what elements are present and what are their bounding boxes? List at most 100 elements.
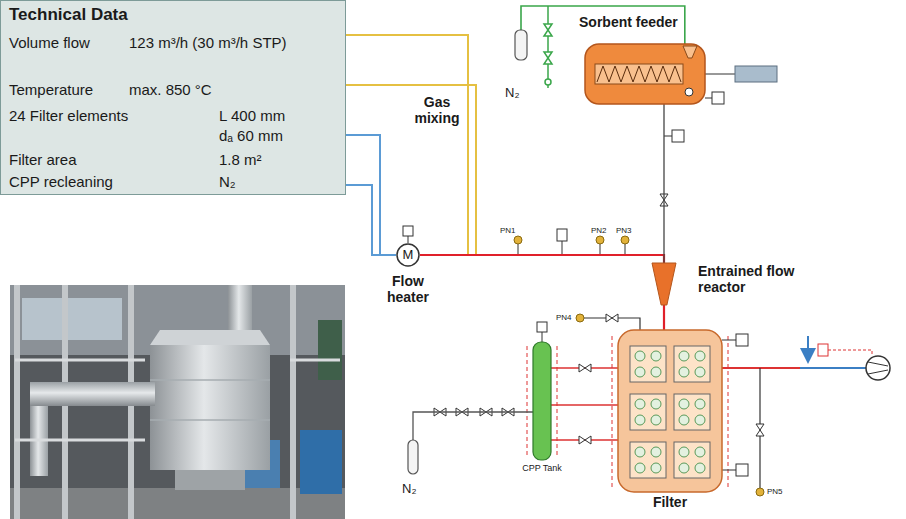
sorbent-feeder-outline — [595, 64, 683, 84]
filter-periphery — [756, 488, 764, 496]
plant-photo — [300, 430, 342, 494]
feeder-controller — [705, 66, 777, 104]
node-label: CPP Tank — [517, 463, 567, 473]
filter-periphery — [579, 364, 591, 444]
instrument — [403, 130, 684, 255]
filter-periphery — [542, 332, 543, 342]
cpp-tank-outline — [533, 342, 551, 460]
flow-heater: MFlow heater — [396, 243, 420, 267]
gas-line — [300, 185, 380, 255]
instrument-tag: PN1 — [500, 226, 516, 235]
gas-cylinder-outline — [408, 440, 418, 474]
filter-element-group — [651, 399, 661, 409]
filter-element-group — [674, 346, 710, 382]
filter-element-group — [651, 447, 661, 457]
filter-periphery — [736, 464, 748, 476]
filter-element-group — [651, 367, 661, 377]
valve-stack — [545, 79, 551, 85]
filter-element-group — [635, 351, 645, 361]
filter-element-group — [630, 346, 666, 382]
plant-photo — [15, 360, 340, 440]
node-label: M — [396, 243, 420, 267]
filter-element-group — [635, 415, 645, 425]
sorbent-feeder-outline — [597, 66, 681, 82]
pipe-connector — [521, 6, 685, 44]
filter-periphery — [736, 334, 748, 346]
node-label: Flow heater — [382, 273, 434, 305]
feeder-controller — [712, 92, 724, 104]
plant-photo — [10, 285, 345, 519]
node-label: N₂ — [219, 173, 236, 190]
node-label: N₂ — [505, 86, 519, 101]
filter-periphery — [551, 368, 618, 440]
cpp-tank: CPP Tank — [533, 342, 551, 460]
valve-stack — [544, 24, 552, 36]
filter-element-group — [695, 415, 705, 425]
filter-periphery — [818, 344, 828, 356]
node-label: 1.8 m² — [219, 151, 262, 168]
instrument — [514, 236, 522, 244]
sorbent-feeder-outline — [585, 44, 705, 104]
node-label: Filter area — [9, 151, 77, 168]
filter-vessel-outline — [618, 330, 722, 492]
reactor-funnel-outline — [652, 263, 676, 305]
gas-cylinder: N₂ — [515, 30, 527, 60]
filter-periphery — [866, 356, 890, 380]
filter-element-group — [635, 367, 645, 377]
plant-photo — [175, 470, 245, 490]
filter-periphery — [868, 362, 888, 374]
filter-element-group — [651, 415, 661, 425]
instrument-tag: PN2 — [591, 226, 607, 235]
filter-periphery — [606, 314, 618, 322]
filter-element-group — [695, 351, 705, 361]
filter-element-group — [651, 463, 661, 473]
sorbent-feeder-outline — [685, 88, 693, 96]
filter-periphery — [537, 322, 547, 332]
plant-photo — [10, 285, 345, 519]
valve-stack — [544, 52, 552, 64]
filter-element-group — [635, 447, 645, 457]
instrument — [403, 226, 413, 236]
filter-element-group — [630, 394, 666, 430]
data-panel: Technical DataVolume flow123 m³/h (30 m³… — [0, 0, 346, 195]
gas-cylinder-outline — [515, 30, 527, 60]
filter-element-group — [630, 442, 666, 478]
filter-element-group — [679, 399, 689, 409]
gas-cylinder-outline — [515, 30, 527, 60]
filter-element-group — [679, 447, 689, 457]
cpp-tank-outline — [533, 342, 551, 460]
filter-periphery — [576, 314, 584, 322]
pipe-connector — [663, 305, 665, 330]
filter-periphery — [722, 340, 736, 470]
reactor-funnel: Entrained flow reactor — [652, 263, 676, 305]
filter-periphery — [434, 314, 890, 496]
filter-element-group — [695, 447, 705, 457]
pipe-connector — [420, 255, 664, 263]
filter-element-group — [674, 442, 710, 478]
filter-element-group — [695, 463, 705, 473]
filter-periphery — [722, 367, 800, 369]
filter-element-group — [635, 463, 645, 473]
filter-periphery — [756, 424, 764, 436]
flow-heater-outline — [397, 244, 419, 266]
filter-periphery — [584, 318, 640, 330]
filter-element-group — [630, 346, 666, 382]
filter-vessel-outline — [618, 330, 722, 492]
filter-periphery — [828, 350, 872, 356]
node-label: L 400 mm — [219, 107, 285, 124]
valve-stack — [547, 6, 549, 88]
instrument — [664, 136, 672, 137]
plant-photo — [290, 285, 296, 519]
plant-photo — [150, 330, 270, 345]
filter-element-group — [674, 346, 710, 382]
filter-element-group — [695, 399, 705, 409]
filter-periphery — [807, 336, 809, 362]
pipe-connector — [551, 404, 618, 406]
node-label: dₐ 60 mm — [219, 127, 283, 144]
gas-cylinder: N₂ — [408, 440, 418, 474]
filter-element-group — [679, 367, 689, 377]
node-label: 24 Filter elements — [9, 107, 128, 124]
node-label: N₂ — [402, 482, 416, 497]
node-label: CPP recleaning — [9, 173, 113, 190]
